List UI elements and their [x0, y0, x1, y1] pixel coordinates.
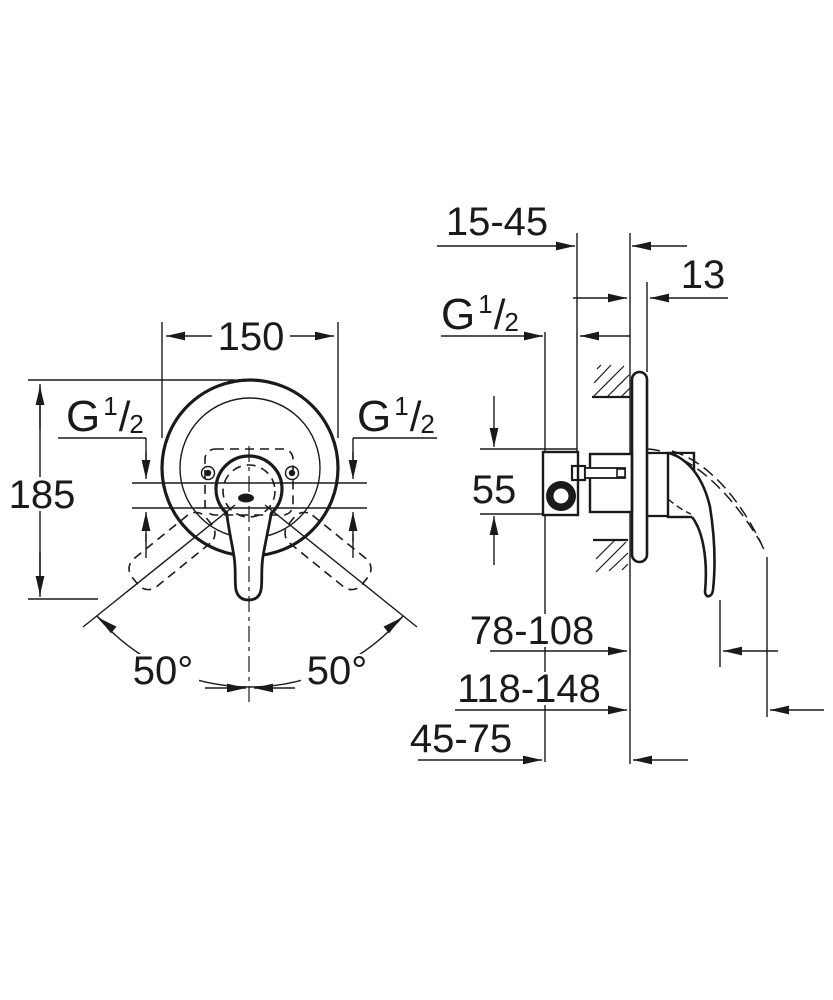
dimensions	[28, 241, 824, 765]
lever-swing-arc-3	[667, 498, 692, 515]
angle-line-left	[82, 504, 236, 628]
lever-position-left	[128, 511, 216, 591]
wall-sleeve	[588, 452, 634, 514]
dim-thread-right	[348, 437, 437, 558]
label-port-height: 55	[472, 468, 517, 512]
hub-marking	[238, 493, 254, 503]
lever-position-right	[284, 511, 372, 591]
lever-swing-arc-1	[647, 448, 762, 544]
inlet-port-bore	[553, 488, 569, 504]
side-view	[541, 233, 768, 764]
front-view	[82, 378, 418, 706]
fixing-screw-right	[284, 465, 300, 481]
dim-port-55	[480, 396, 577, 565]
dim-thread-left	[58, 437, 151, 558]
fixing-screw-left	[200, 465, 216, 481]
valve-body-side	[541, 450, 634, 517]
label-handle-reach-open: 118-148	[457, 667, 601, 711]
label-plate-offset: 13	[681, 253, 726, 297]
label-body-reach: 45-75	[410, 717, 512, 761]
wall-hatch-lower	[593, 538, 629, 573]
cartridge-dashed-circle	[222, 464, 276, 518]
label-angle-left: 50°	[133, 649, 194, 693]
wall-hatch-upper	[592, 364, 631, 399]
wall-reference-lines	[544, 233, 768, 764]
lever-swing-arc-2	[671, 450, 766, 553]
label-handle-reach: 78-108	[470, 609, 595, 653]
lever-blade-side	[672, 452, 716, 598]
escutcheon-and-handle-side	[630, 370, 766, 598]
label-wall-depth: 15-45	[446, 200, 548, 244]
angle-line-right	[264, 504, 418, 628]
escutcheon-plate-side	[630, 370, 649, 564]
spindle-clip	[616, 468, 626, 478]
label-width: 150	[218, 315, 285, 359]
label-angle-right: 50°	[307, 649, 368, 693]
label-height: 185	[9, 473, 76, 517]
lever-front-fill	[226, 512, 272, 600]
